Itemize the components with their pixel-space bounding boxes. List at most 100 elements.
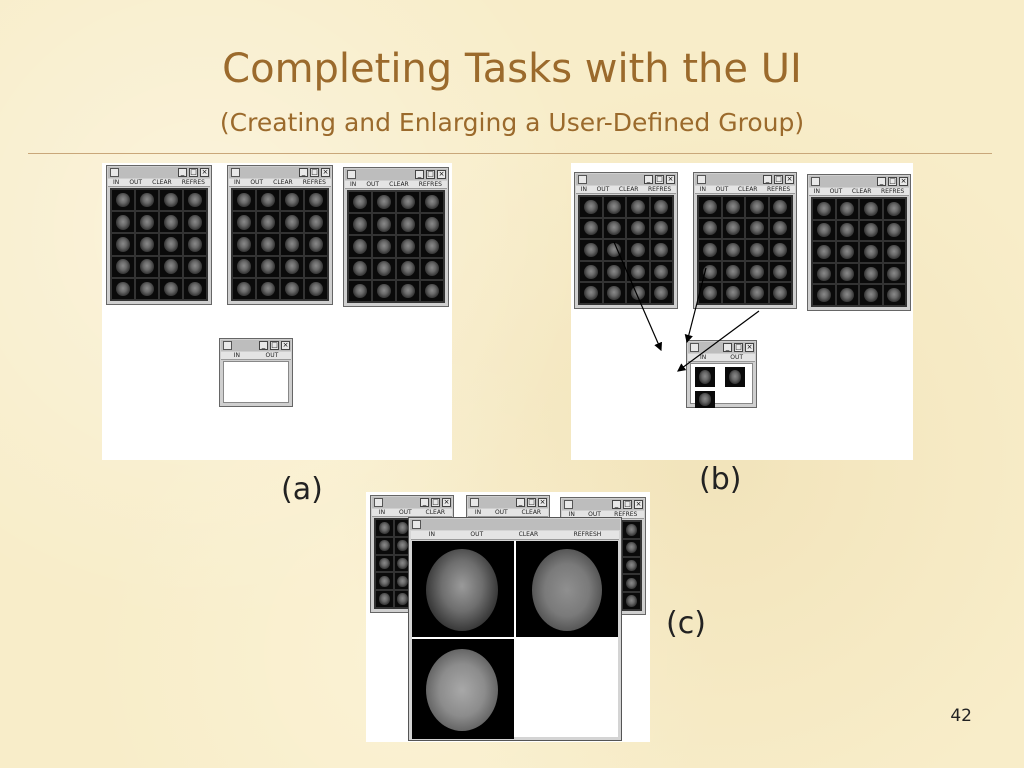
mri-thumbnail[interactable] bbox=[650, 218, 672, 239]
mri-thumbnail[interactable] bbox=[136, 256, 158, 277]
mri-thumbnail[interactable] bbox=[769, 218, 791, 239]
window-system-icon[interactable] bbox=[223, 341, 232, 350]
mri-thumbnail[interactable] bbox=[627, 261, 649, 282]
menu-clear[interactable]: CLEAR bbox=[618, 186, 639, 193]
maximize-icon[interactable]: □ bbox=[527, 498, 536, 507]
mri-thumbnail[interactable] bbox=[112, 212, 134, 233]
maximize-icon[interactable]: □ bbox=[888, 177, 897, 186]
close-icon[interactable]: × bbox=[442, 498, 451, 507]
mri-thumbnail[interactable] bbox=[305, 212, 327, 233]
maximize-icon[interactable]: □ bbox=[426, 170, 435, 179]
menu-refresh[interactable]: REFRES bbox=[648, 186, 672, 193]
menu-clear[interactable]: CLEAR bbox=[851, 188, 872, 195]
mri-thumbnail[interactable] bbox=[836, 263, 858, 284]
mri-thumbnail[interactable] bbox=[136, 234, 158, 255]
window-system-icon[interactable] bbox=[412, 520, 421, 529]
mri-thumbnail[interactable] bbox=[627, 240, 649, 260]
mri-thumbnail[interactable] bbox=[373, 214, 395, 235]
mri-thumbnail[interactable] bbox=[376, 573, 393, 590]
menu-in[interactable]: IN bbox=[813, 188, 821, 195]
minimize-icon[interactable]: _ bbox=[763, 175, 772, 184]
title-bar[interactable]: _ □ × bbox=[108, 167, 210, 178]
minimize-icon[interactable]: _ bbox=[612, 500, 621, 509]
maximize-icon[interactable]: □ bbox=[431, 498, 440, 507]
mri-thumbnail[interactable] bbox=[376, 520, 393, 536]
menu-clear[interactable]: CLEAR bbox=[389, 181, 409, 188]
title-bar[interactable]: _ □ × bbox=[562, 499, 644, 510]
maximize-icon[interactable]: □ bbox=[655, 175, 664, 184]
window-system-icon[interactable] bbox=[347, 170, 356, 179]
mri-thumbnail[interactable] bbox=[722, 197, 744, 217]
menu-refresh[interactable]: REFRES bbox=[767, 186, 791, 193]
mri-thumbnail[interactable] bbox=[112, 190, 134, 211]
mri-thumbnail[interactable] bbox=[394, 537, 411, 554]
mri-thumbnail[interactable] bbox=[305, 234, 327, 255]
mri-thumbnail[interactable] bbox=[233, 212, 255, 233]
mri-thumbnail[interactable] bbox=[769, 261, 791, 282]
minimize-icon[interactable]: _ bbox=[516, 498, 525, 507]
thumbnail-window[interactable]: _ □ × IN OUT CLEAR REFRES bbox=[574, 172, 678, 309]
mri-thumbnail[interactable] bbox=[373, 280, 395, 301]
minimize-icon[interactable]: _ bbox=[415, 170, 424, 179]
menu-out[interactable]: OUT bbox=[494, 509, 508, 516]
menu-refresh[interactable]: REFRES bbox=[418, 181, 442, 188]
mri-thumbnail[interactable] bbox=[233, 278, 255, 299]
menu-out[interactable]: OUT bbox=[829, 188, 843, 195]
mri-thumbnail[interactable] bbox=[650, 197, 672, 217]
mri-thumbnail[interactable] bbox=[376, 555, 393, 572]
mri-thumbnail[interactable] bbox=[746, 283, 768, 303]
mri-thumbnail[interactable] bbox=[603, 218, 625, 239]
menu-out[interactable]: OUT bbox=[366, 181, 380, 188]
mri-thumbnail[interactable] bbox=[860, 220, 882, 241]
menu-clear[interactable]: CLEAR bbox=[521, 509, 542, 516]
mri-thumbnail[interactable] bbox=[746, 197, 768, 217]
mri-thumbnail[interactable] bbox=[376, 537, 393, 554]
mri-thumbnail[interactable] bbox=[281, 190, 303, 211]
mri-thumbnail[interactable] bbox=[836, 220, 858, 241]
menu-refresh[interactable]: REFRES bbox=[181, 179, 205, 186]
group-window[interactable]: _ □ × IN OUT bbox=[219, 338, 293, 407]
window-system-icon[interactable] bbox=[690, 343, 699, 352]
mri-thumbnail[interactable] bbox=[746, 261, 768, 282]
menu-in[interactable]: IN bbox=[234, 179, 241, 186]
minimize-icon[interactable]: _ bbox=[723, 343, 732, 352]
mri-thumbnail[interactable] bbox=[112, 234, 134, 255]
mri-thumbnail[interactable] bbox=[136, 278, 158, 299]
group-thumbnail[interactable] bbox=[695, 367, 715, 387]
mri-thumbnail[interactable] bbox=[883, 263, 905, 284]
menu-refresh[interactable]: REFRES bbox=[302, 179, 326, 186]
title-bar[interactable]: _ □ × bbox=[372, 497, 452, 508]
mri-thumbnail[interactable] bbox=[623, 575, 640, 592]
close-icon[interactable]: × bbox=[538, 498, 547, 507]
mri-thumbnail[interactable] bbox=[699, 218, 721, 239]
mri-thumbnail[interactable] bbox=[281, 256, 303, 277]
thumbnail-window[interactable]: _ □ × IN OUT CLEAR REFRES bbox=[106, 165, 212, 305]
mri-thumbnail[interactable] bbox=[160, 212, 182, 233]
mri-thumbnail[interactable] bbox=[623, 539, 640, 556]
mri-thumbnail[interactable] bbox=[623, 557, 640, 574]
title-bar[interactable]: _ □ × bbox=[345, 169, 447, 180]
mri-thumbnail[interactable] bbox=[349, 192, 371, 213]
mri-thumbnail[interactable] bbox=[421, 258, 443, 279]
mri-thumbnail[interactable] bbox=[813, 242, 835, 262]
thumbnail-window[interactable]: _ □ × IN OUT CLEAR REFRES bbox=[807, 174, 911, 311]
mri-thumbnail[interactable] bbox=[305, 190, 327, 211]
thumbnail-window[interactable]: _ □ × IN OUT CLEAR REFRES bbox=[343, 167, 449, 307]
mri-thumbnail[interactable] bbox=[722, 283, 744, 303]
menu-out[interactable]: OUT bbox=[129, 179, 143, 186]
maximize-icon[interactable]: □ bbox=[189, 168, 198, 177]
close-icon[interactable]: × bbox=[785, 175, 794, 184]
mri-thumbnail[interactable] bbox=[883, 220, 905, 241]
menu-in[interactable]: IN bbox=[113, 179, 120, 186]
window-system-icon[interactable] bbox=[811, 177, 820, 186]
menu-out[interactable]: OUT bbox=[265, 352, 279, 359]
thumbnail-window[interactable]: _ □ × IN OUT CLEAR bbox=[466, 495, 550, 525]
mri-thumbnail[interactable] bbox=[580, 261, 602, 282]
mri-thumbnail[interactable] bbox=[623, 593, 640, 609]
close-icon[interactable]: × bbox=[899, 177, 908, 186]
mri-thumbnail[interactable] bbox=[769, 197, 791, 217]
mri-thumbnail[interactable] bbox=[257, 278, 279, 299]
mri-thumbnail[interactable] bbox=[699, 240, 721, 260]
mri-thumbnail[interactable] bbox=[603, 283, 625, 303]
window-system-icon[interactable] bbox=[564, 500, 573, 509]
